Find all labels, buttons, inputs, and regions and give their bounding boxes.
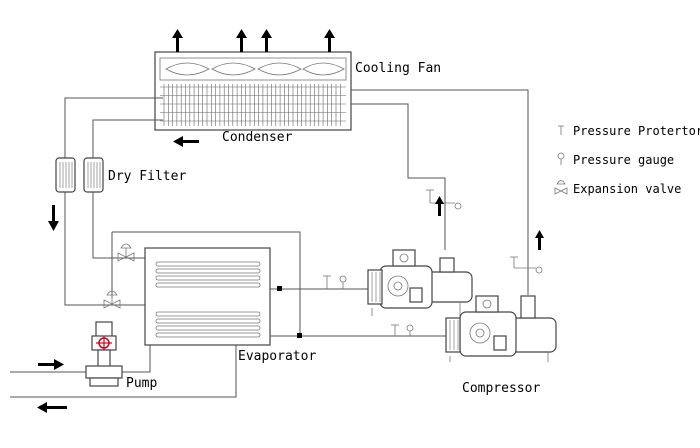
dry-filter-label: Dry Filter [108,169,186,184]
pressure-gauge-icon [557,152,565,165]
evaporator-housing [144,247,271,346]
pressure-gauge-icon [406,324,414,336]
pump-unit: Pump [37,321,157,413]
dry-filters: Dry Filter [48,157,186,231]
pump-base [89,377,119,387]
compressor-discharge [439,257,455,273]
evaporator-unit: Evaporator [144,247,316,364]
legend: Pressure Protertor Pressure gauge Expans… [554,124,700,196]
condenser-label: Condenser [222,130,293,145]
pressure-gauge-icon [454,202,462,210]
legend-label: Expansion valve [573,182,681,196]
pressure-protector-icon [558,125,564,135]
discharge-flow-arrow [535,230,544,250]
condenser-flow-arrow [173,136,199,147]
compressor-valve [409,287,423,303]
cooling-fan [159,57,347,81]
expansion-valve-upper [117,243,135,262]
compressor-upper [323,189,473,316]
compressor-terminal-box [392,249,416,267]
exhaust-arrow [261,29,272,52]
pressure-protector-icon [510,256,536,269]
evaporator-sensor [277,286,282,291]
pump-body [85,365,123,379]
expansion-valve-lower [103,290,121,309]
exhaust-arrow [324,29,335,52]
compressor-valve [493,335,507,351]
compressor-motor-end [367,269,383,305]
exhaust-arrow [236,29,247,52]
compressor-lower: Compressor [391,230,557,396]
pressure-gauge-icon [535,266,543,274]
condenser-housing [154,51,352,131]
expansion-valve-icon [554,180,568,195]
filter-flow-arrow [48,205,59,231]
legend-item-expansion-valve: Expansion valve [554,180,681,196]
discharge-flow-arrow [435,196,444,216]
compressor-tank [509,317,557,353]
expansion-valves [103,243,135,309]
compressor-discharge [520,295,536,319]
evaporator-tubes [155,261,261,338]
compressor-body [459,311,517,357]
legend-label: Pressure Protertor [573,124,700,138]
pump-label: Pump [126,376,157,391]
fan-exhaust-arrows [172,29,335,52]
water-out-arrow [37,402,67,413]
exhaust-arrow [172,29,183,52]
legend-item-pressure-gauge: Pressure gauge [557,152,674,167]
pump-shaft [97,349,111,369]
pressure-gauge-icon [339,275,347,289]
dry-filter-right [83,157,104,193]
legend-label: Pressure gauge [573,153,674,167]
condenser-unit: Cooling Fan Condenser [154,29,441,147]
cooling-fan-label: Cooling Fan [355,61,441,76]
evaporator-label: Evaporator [238,349,316,364]
compressor-terminal-box [475,295,499,313]
dry-filter-left [55,157,76,193]
pressure-protector-icon [323,275,331,289]
water-in-arrow [38,359,64,370]
compressor-motor-end [445,317,461,353]
legend-item-pressure-protector: Pressure Protertor [558,124,700,138]
pressure-protector-icon [391,324,399,336]
compressor-label: Compressor [462,381,540,396]
evaporator-sensor [297,333,302,338]
condenser-coil [160,84,346,126]
